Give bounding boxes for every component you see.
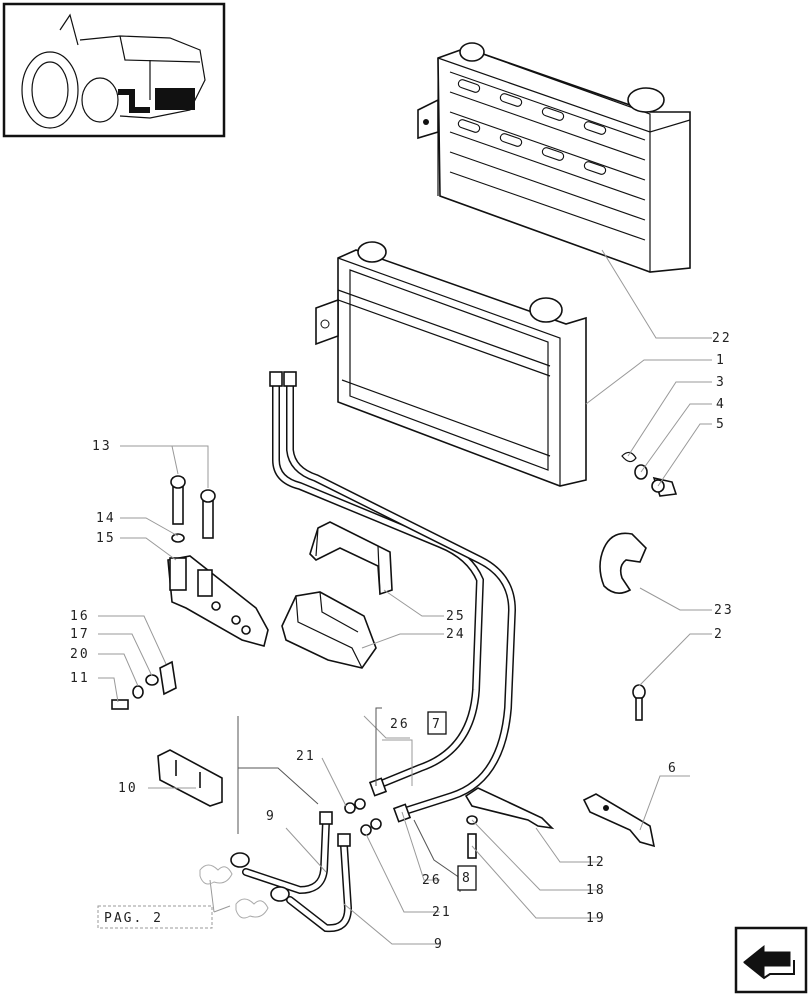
callout-7: 7 (432, 717, 442, 732)
callout-26-upper: 26 (390, 717, 410, 732)
callout-15: 15 (96, 531, 116, 546)
callout-8: 8 (462, 871, 472, 886)
bracket-25 (309, 521, 393, 596)
callout-16: 16 (70, 609, 90, 624)
callout-17: 17 (70, 627, 90, 642)
callout-18: 18 (586, 883, 606, 898)
callout-11: 11 (70, 671, 90, 686)
callout-22: 22 (712, 331, 732, 346)
cooler-upper-grille (417, 42, 691, 273)
callout-26-lower: 26 (422, 873, 442, 888)
callout-4: 4 (716, 397, 726, 412)
callout-23: 23 (714, 603, 734, 618)
tractor-location-thumbnail-icon[interactable] (2, 2, 226, 138)
callout-6: 6 (668, 761, 678, 776)
callout-21-lower: 21 (432, 905, 452, 920)
bracket-15-with-bolts (167, 475, 269, 647)
callout-20: 20 (70, 647, 90, 662)
callout-14: 14 (96, 511, 116, 526)
callout-19: 19 (586, 911, 606, 926)
page-reference-label: PAG. 2 (104, 911, 163, 926)
bracket-12-with-bolt (464, 787, 555, 859)
callout-10: 10 (118, 781, 138, 796)
callout-9-lower: 9 (434, 937, 444, 952)
hose-holder-10 (157, 749, 223, 807)
callout-13: 13 (92, 439, 112, 454)
oil-cooler (315, 241, 587, 487)
callout-5: 5 (716, 417, 726, 432)
mounting-block-24 (281, 591, 377, 669)
fastener-set-3-4-5 (621, 451, 678, 497)
callout-9-upper: 9 (266, 809, 276, 824)
fittings-and-hoses-9 (230, 798, 382, 933)
previous-page-arrow-icon[interactable] (734, 926, 808, 994)
callout-24: 24 (446, 627, 466, 642)
callout-21-upper: 21 (296, 749, 316, 764)
callout-2: 2 (714, 627, 724, 642)
bolt-2 (632, 684, 646, 721)
callout-labels: 22 1 3 4 5 13 14 15 16 17 20 11 25 24 23… (70, 331, 734, 952)
callout-12: 12 (586, 855, 606, 870)
hydraulic-hoses (269, 371, 517, 823)
fastener-set-16-17-20-11 (111, 660, 177, 710)
callout-1: 1 (716, 353, 726, 368)
page-reference[interactable]: PAG. 2 (97, 864, 269, 929)
callout-3: 3 (716, 375, 726, 390)
callout-25: 25 (446, 609, 466, 624)
hose-clamp-23 (599, 532, 647, 594)
bracket-6 (582, 793, 656, 848)
